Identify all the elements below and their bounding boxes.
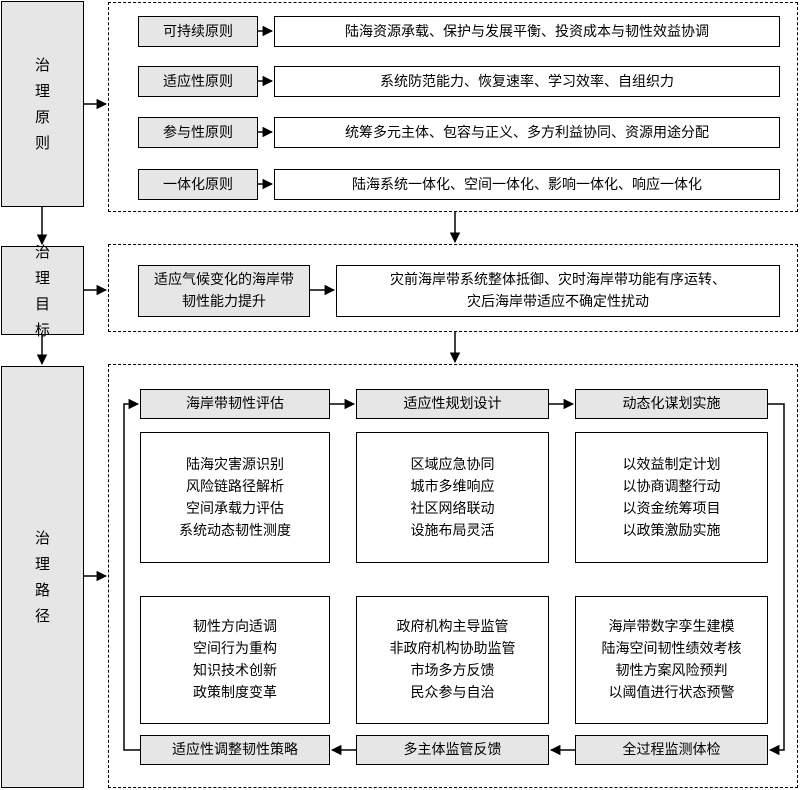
goal-box: 适应气候变化的海岸带 韧性能力提升 bbox=[138, 265, 310, 317]
path-bottom-monitoring: 全过程监测体检 bbox=[575, 735, 768, 765]
arrow-right-loop bbox=[768, 403, 785, 756]
goal-container bbox=[108, 244, 798, 332]
detail-assessment: 陆海灾害源识别 风险链路径解析 空间承载力评估 系统动态韧性测度 bbox=[140, 432, 330, 563]
principle-name-integrated: 一体化原则 bbox=[138, 169, 258, 200]
path-top-implementation: 动态化谋划实施 bbox=[575, 389, 768, 419]
detail-implementation: 以效益制定计划 以协商调整行动 以资金统筹项目 以政策激励实施 bbox=[575, 432, 768, 563]
detail-monitoring: 海岸带数字孪生建模 陆海空间韧性绩效考核 韧性方案风险预判 以阈值进行状态预警 bbox=[575, 596, 768, 724]
path-bottom-strategy: 适应性调整韧性策略 bbox=[140, 735, 330, 765]
path-bottom-feedback: 多主体监管反馈 bbox=[356, 735, 549, 765]
principle-desc-sustainable: 陆海资源承载、保护与发展平衡、投资成本与韧性效益协调 bbox=[274, 16, 780, 47]
detail-strategy-adjust: 韧性方向适调 空间行为重构 知识技术创新 政策制度变革 bbox=[140, 596, 330, 724]
principle-desc-participatory: 统筹多元主体、包容与正义、多方利益协同、资源用途分配 bbox=[274, 117, 780, 148]
principle-name-sustainable: 可持续原则 bbox=[138, 16, 258, 47]
principle-name-adaptive: 适应性原则 bbox=[138, 66, 258, 97]
detail-planning: 区域应急协同 城市多维响应 社区网络联动 设施布局灵活 bbox=[356, 432, 549, 563]
governance-goal-label: 治理目标 bbox=[1, 243, 84, 339]
path-top-assessment: 海岸带韧性评估 bbox=[140, 389, 330, 419]
path-top-planning: 适应性规划设计 bbox=[356, 389, 549, 419]
principles-container bbox=[108, 2, 798, 212]
principle-desc-adaptive: 系统防范能力、恢复速率、学习效率、自组织力 bbox=[274, 66, 780, 97]
governance-principles-label: 治理原则 bbox=[1, 1, 84, 207]
governance-path-label: 治理路径 bbox=[1, 366, 84, 788]
detail-supervision: 政府机构主导监管 非政府机构协助监管 市场多方反馈 民众参与自治 bbox=[356, 596, 549, 724]
arrow-left-loop bbox=[123, 398, 140, 751]
goal-desc-box: 灾前海岸带系统整体抵御、灾时海岸带功能有序运转、 灾后海岸带适应不确定性扰动 bbox=[336, 265, 780, 317]
path-container bbox=[108, 364, 798, 788]
principle-desc-integrated: 陆海系统一体化、空间一体化、影响一体化、响应一体化 bbox=[274, 169, 780, 200]
principle-name-participatory: 参与性原则 bbox=[138, 117, 258, 148]
